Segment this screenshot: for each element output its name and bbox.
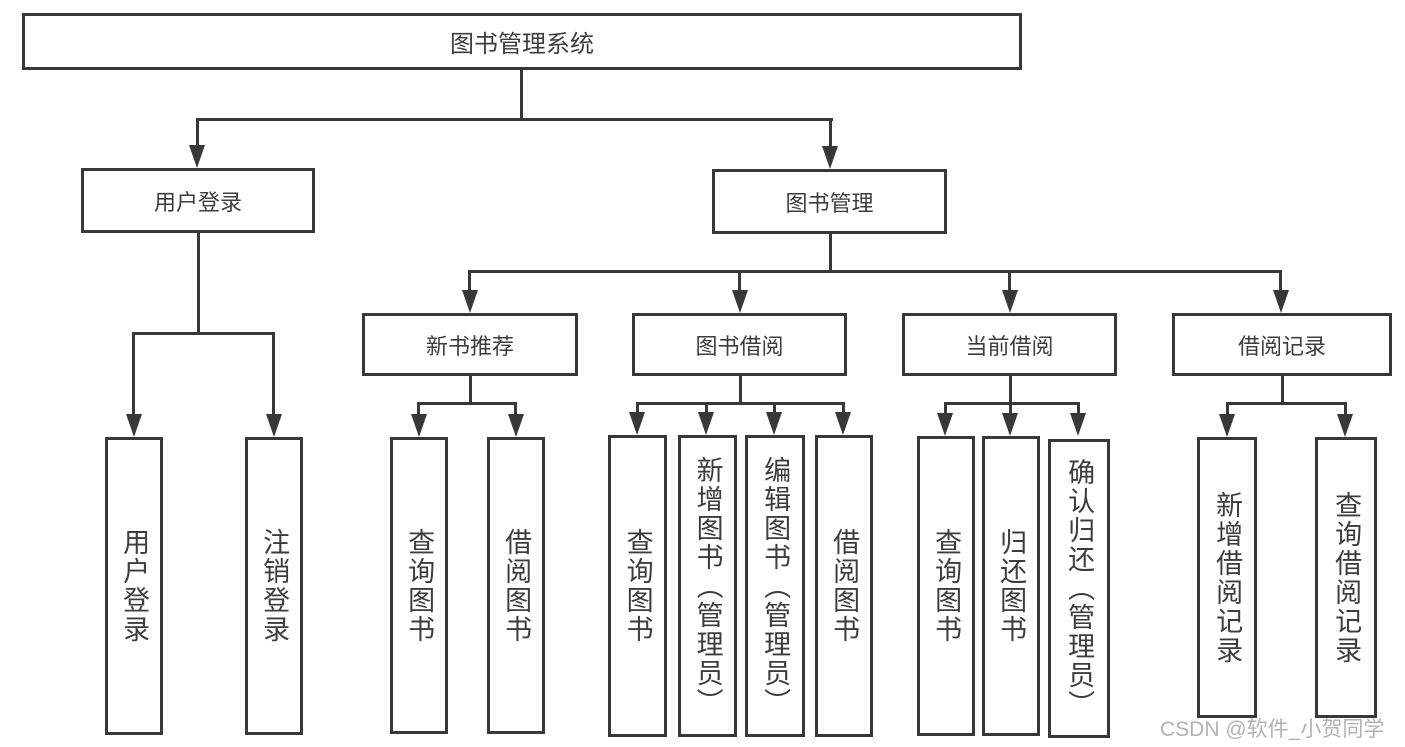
arrowhead-nb-query (411, 414, 427, 437)
arrowhead-nb-borrow (508, 414, 524, 437)
connector-newbooks-stem (469, 376, 472, 404)
leaf-records-query: 查询借阅记录 (1315, 437, 1377, 718)
connector-drop-cb-return (1009, 402, 1012, 415)
node-user-login-label: 用户登录 (153, 189, 242, 215)
connector-currentborrow-bar (944, 402, 1080, 405)
connector-drop-cb-query (944, 402, 947, 415)
connector-newbooks-bar (417, 402, 517, 405)
arrowhead-br-query (1337, 414, 1353, 437)
arrowhead-leaf-login (126, 414, 142, 437)
leaf-current-return: 归还图书 (982, 436, 1040, 736)
node-borrowing-records-label: 借阅记录 (1237, 333, 1326, 359)
node-new-book-recommend-label: 新书推荐 (425, 333, 514, 359)
leaf-current-confirm-admin: 确认归还（管理员） (1048, 439, 1110, 738)
leaf-borrow-borrow: 借阅图书 (815, 435, 873, 737)
leaf-borrow-query-label: 查询图书 (622, 528, 653, 644)
arrowhead-book-mgmt (822, 146, 838, 169)
arrowhead-new-books (462, 290, 478, 313)
leaf-records-query-label: 查询借阅记录 (1331, 490, 1362, 665)
leaf-newbooks-borrow: 借阅图书 (487, 437, 545, 734)
arrowhead-cb-confirm (1070, 413, 1086, 436)
connector-drop-br-add (1226, 402, 1229, 415)
connector-drop-bb-edit (773, 402, 776, 414)
leaf-logout: 注销登录 (245, 437, 303, 735)
leaf-newbooks-borrow-label: 借阅图书 (501, 527, 532, 644)
connector-drop-bb-add (705, 402, 708, 414)
connector-drop-bb-query (636, 402, 639, 414)
connector-drop-book-mgmt (829, 118, 832, 148)
connector-userlogin-bar (132, 332, 275, 335)
leaf-logout-label: 注销登录 (259, 528, 290, 644)
arrowhead-borrow-records (1273, 290, 1289, 313)
leaf-borrow-add-admin-label: 新增图书（管理员） (692, 455, 723, 717)
connector-drop-cb-confirm (1077, 402, 1080, 415)
connector-bookborrow-stem (739, 376, 742, 404)
watermark-text: CSDN @软件_小贺同学 (1160, 718, 1385, 741)
connector-drop-borrow-records (1279, 270, 1282, 290)
node-root-system: 图书管理系统 (22, 13, 1022, 70)
connector-bookborrow-bar (636, 402, 845, 405)
connector-drop-bb-borrow (842, 402, 845, 414)
connector-records-stem (1281, 376, 1284, 404)
connector-bookmgmt-stem (829, 234, 832, 272)
node-book-borrowing-label: 图书借阅 (695, 333, 784, 359)
node-root-label: 图书管理系统 (450, 31, 594, 58)
connector-drop-book-borrow (738, 270, 741, 290)
leaf-borrow-borrow-label: 借阅图书 (829, 528, 860, 644)
arrowhead-user-login (189, 145, 205, 168)
connector-drop-new-books (468, 270, 471, 290)
leaf-current-confirm-admin-label: 确认归还（管理员） (1064, 458, 1095, 719)
leaf-borrow-query: 查询图书 (608, 435, 667, 737)
node-borrowing-records: 借阅记录 (1172, 313, 1392, 376)
node-new-book-recommend: 新书推荐 (362, 313, 578, 376)
leaf-current-query: 查询图书 (917, 436, 975, 736)
connector-drop-br-query (1344, 402, 1347, 415)
arrowhead-cb-return (1002, 413, 1018, 436)
arrowhead-cb-query (937, 413, 953, 436)
node-current-borrowing: 当前借阅 (902, 313, 1117, 376)
node-book-management: 图书管理 (712, 169, 947, 234)
arrowhead-leaf-logout (266, 414, 282, 437)
arrowhead-bb-query (629, 412, 645, 435)
connector-bookmgmt-bar (468, 270, 1282, 273)
connector-root-bar (196, 118, 833, 121)
arrowhead-bb-add (698, 412, 714, 435)
arrowhead-bb-borrow (835, 412, 851, 435)
leaf-records-add-label: 新增借阅记录 (1212, 490, 1243, 665)
arrowhead-current-borrow (1002, 290, 1018, 313)
connector-drop-user-login (196, 118, 199, 148)
leaf-user-login-label: 用户登录 (119, 528, 150, 644)
leaf-borrow-edit-admin: 编辑图书（管理员） (745, 435, 805, 737)
connector-currentborrow-stem (1009, 376, 1012, 404)
leaf-records-add: 新增借阅记录 (1197, 437, 1257, 718)
node-book-management-label: 图书管理 (785, 190, 874, 216)
connector-drop-nb-query (417, 402, 420, 415)
arrowhead-book-borrow (732, 290, 748, 313)
arrowhead-br-add (1219, 414, 1235, 437)
leaf-user-login: 用户登录 (105, 437, 163, 735)
leaf-current-query-label: 查询图书 (931, 528, 962, 644)
connector-drop-leaf-logout (272, 332, 275, 416)
connector-drop-leaf-login (132, 332, 135, 416)
leaf-current-return-label: 归还图书 (996, 528, 1027, 644)
node-user-login: 用户登录 (81, 168, 315, 233)
leaf-borrow-add-admin: 新增图书（管理员） (678, 435, 737, 737)
leaf-newbooks-query: 查询图书 (390, 437, 448, 734)
arrowhead-bb-edit (766, 412, 782, 435)
leaf-newbooks-query-label: 查询图书 (404, 527, 435, 644)
connector-drop-current-borrow (1008, 270, 1011, 290)
connector-userlogin-stem (197, 232, 200, 335)
node-current-borrowing-label: 当前借阅 (965, 333, 1054, 359)
connector-root-stem (520, 70, 523, 120)
leaf-borrow-edit-admin-label: 编辑图书（管理员） (760, 455, 791, 717)
connector-drop-nb-borrow (514, 402, 517, 415)
node-book-borrowing: 图书借阅 (632, 313, 847, 376)
connector-records-bar (1226, 402, 1347, 405)
